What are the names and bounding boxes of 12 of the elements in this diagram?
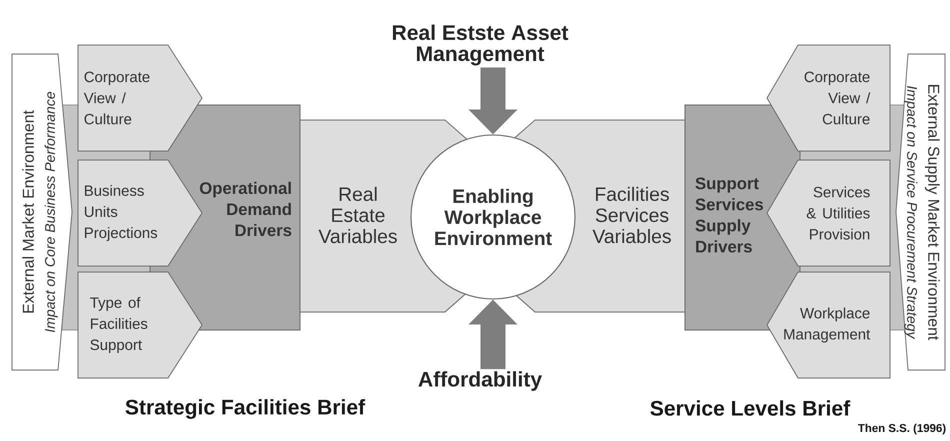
pentagon-box: Type of Facilities Support [78,272,203,378]
environment-panel: External Supply Market Environment Impact on Service Procurement Strategy [896,54,946,370]
heading-text: Real Estste Asset Management [392,24,568,66]
pentagon-box: Services & Utilities Provision [766,160,890,266]
environment-panel: External Market Environment Impact on Core Business Performance [12,54,72,370]
pentagon-box: Corporate View / Culture [78,44,203,152]
caption-text: Strategic Facilities Brief [126,399,366,419]
source-note: Then S.S. (1996) [858,424,946,434]
pentagon-box: Workplace Management [766,272,890,378]
caption-text: Service Levels Brief [650,400,850,416]
pentagon-box: Corporate View / Culture [766,44,890,152]
heading-text: Affordability [418,371,542,391]
